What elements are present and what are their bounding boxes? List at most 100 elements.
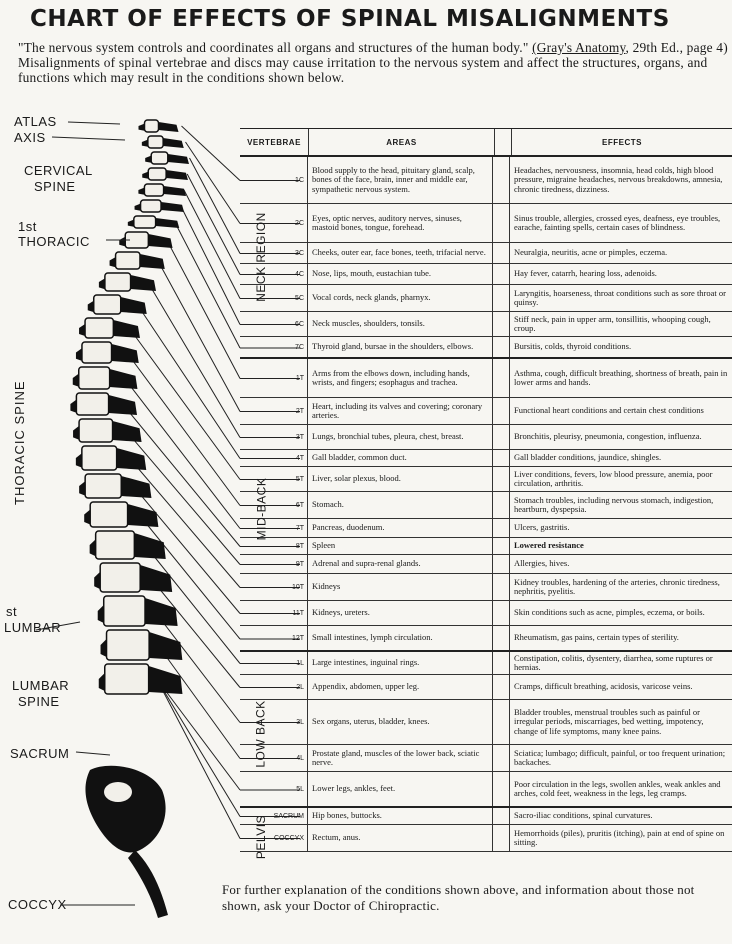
vertebra-cell: 6C <box>240 312 308 336</box>
effect-cell: Functional heart conditions and certain … <box>514 405 704 416</box>
vertebra-cell: 1L <box>240 652 308 674</box>
header-vertebrae: VERTEBRAE <box>240 129 309 155</box>
label-first-lumbar: LUMBAR <box>4 620 62 635</box>
table-header: VERTEBRAE AREAS EFFECTS <box>240 129 732 157</box>
vertebra-cell: 6T <box>240 492 308 518</box>
area-cell: Lungs, bronchial tubes, pleura, chest, b… <box>308 425 493 449</box>
vertebra-cell: 2L <box>240 675 308 699</box>
region-cell <box>493 467 510 491</box>
effect-cell: Neuralgia, neuritis, acne or pimples, ec… <box>514 247 668 258</box>
vertebra-cell: 10T <box>240 574 308 600</box>
effect-cell: Lowered resistance <box>514 540 584 551</box>
area-cell: Neck muscles, shoulders, tonsils. <box>308 312 493 336</box>
vertebra-cell: 2T <box>240 398 308 424</box>
region-low-back: LOW BACK <box>254 699 269 768</box>
region-cell <box>493 243 510 263</box>
vertebra-cell: 7T <box>240 519 308 537</box>
label-first-lumbar-num: st <box>6 604 18 619</box>
effect-cell: Sciatica; lumbago; difficult, painful, o… <box>514 747 726 767</box>
region-mid-back: MID-BACK <box>254 477 269 541</box>
label-cervical-spine: SPINE <box>34 179 76 194</box>
vertebra-cell: 2C <box>240 204 308 242</box>
area-cell: Lower legs, ankles, feet. <box>308 772 493 806</box>
area-cell: Spleen <box>308 538 493 554</box>
effect-cell: Sacro-iliac conditions, spinal curvature… <box>514 810 653 821</box>
label-coccyx: COCCYX <box>8 897 67 912</box>
intro-body: Misalignments of spinal vertebrae and di… <box>18 55 708 85</box>
header-areas: AREAS <box>309 129 495 155</box>
vertebra-cell: SACRUM <box>240 808 308 824</box>
region-cell <box>493 626 510 650</box>
region-cell <box>493 601 510 625</box>
effect-cell: Stiff neck, pain in upper arm, tonsillit… <box>514 313 711 333</box>
footer-note: For further explanation of the condition… <box>222 882 695 913</box>
area-cell: Adrenal and supra-renal glands. <box>308 555 493 573</box>
vertebra-cell: 4C <box>240 264 308 284</box>
header-region-spacer <box>495 129 512 155</box>
region-cell <box>493 204 510 242</box>
effect-cell: Constipation, colitis, dysentery, diarrh… <box>514 652 713 672</box>
area-cell: Pancreas, duodenum. <box>308 519 493 537</box>
area-cell: Small intestines, lymph circulation. <box>308 626 493 650</box>
label-axis: AXIS <box>14 130 46 145</box>
area-cell: Hip bones, buttocks. <box>308 808 493 824</box>
vertebra-cell: 5T <box>240 467 308 491</box>
vertebra-cell: 8T <box>240 538 308 554</box>
area-cell: Large intestines, inguinal rings. <box>308 652 493 674</box>
page-title: CHART OF EFFECTS OF SPINAL MISALIGNMENTS <box>30 6 670 32</box>
area-cell: Sex organs, uterus, bladder, knees. <box>308 700 493 744</box>
effect-cell: Bursitis, colds, thyroid conditions. <box>514 341 632 352</box>
region-cell <box>493 555 510 573</box>
region-cell <box>493 264 510 284</box>
region-cell <box>493 337 510 357</box>
region-neck: NECK REGION <box>254 212 269 302</box>
effect-cell: Stomach troubles, including nervous stom… <box>514 494 714 514</box>
area-cell: Arms from the elbows down, including han… <box>308 359 493 397</box>
vertebra-cell: 5L <box>240 772 308 806</box>
vertebrae-drawing <box>70 119 189 918</box>
area-cell: Appendix, abdomen, upper leg. <box>308 675 493 699</box>
effect-cell: Asthma, cough, difficult breathing, shor… <box>514 367 728 387</box>
region-cell <box>493 700 510 744</box>
area-cell: Kidneys, ureters. <box>308 601 493 625</box>
region-cell <box>493 157 510 203</box>
header-effects: EFFECTS <box>602 137 642 147</box>
label-first-thoracic-num: 1st <box>18 219 37 234</box>
vertebra-cell: 4L <box>240 745 308 771</box>
effect-cell: Poor circulation in the legs, swollen an… <box>514 778 721 798</box>
intro-source: (Gray's Anatomy <box>532 40 626 55</box>
effect-cell: Headaches, nervousness, insomnia, head c… <box>514 164 723 194</box>
label-lumbar-spine: SPINE <box>18 694 60 709</box>
intro-source-rest: , 29th Ed., page 4) <box>625 40 728 55</box>
region-pelvis: PELVIS <box>254 814 269 860</box>
area-cell: Prostate gland, muscles of the lower bac… <box>308 745 493 771</box>
vertebra-cell: 1T <box>240 359 308 397</box>
effect-cell: Bladder troubles, menstrual troubles suc… <box>514 706 704 736</box>
area-cell: Vocal cords, neck glands, pharnyx. <box>308 285 493 311</box>
vertebra-cell: 5C <box>240 285 308 311</box>
vertebra-cell: 9T <box>240 555 308 573</box>
effect-cell: Hay fever, catarrh, hearing loss, adenoi… <box>514 268 657 279</box>
region-cell <box>493 450 510 466</box>
effect-cell: Hemorrhoids (piles), pruritis (itching),… <box>514 827 725 847</box>
effect-cell: Skin conditions such as acne, pimples, e… <box>514 607 705 618</box>
region-cell <box>493 519 510 537</box>
area-cell: Stomach. <box>308 492 493 518</box>
